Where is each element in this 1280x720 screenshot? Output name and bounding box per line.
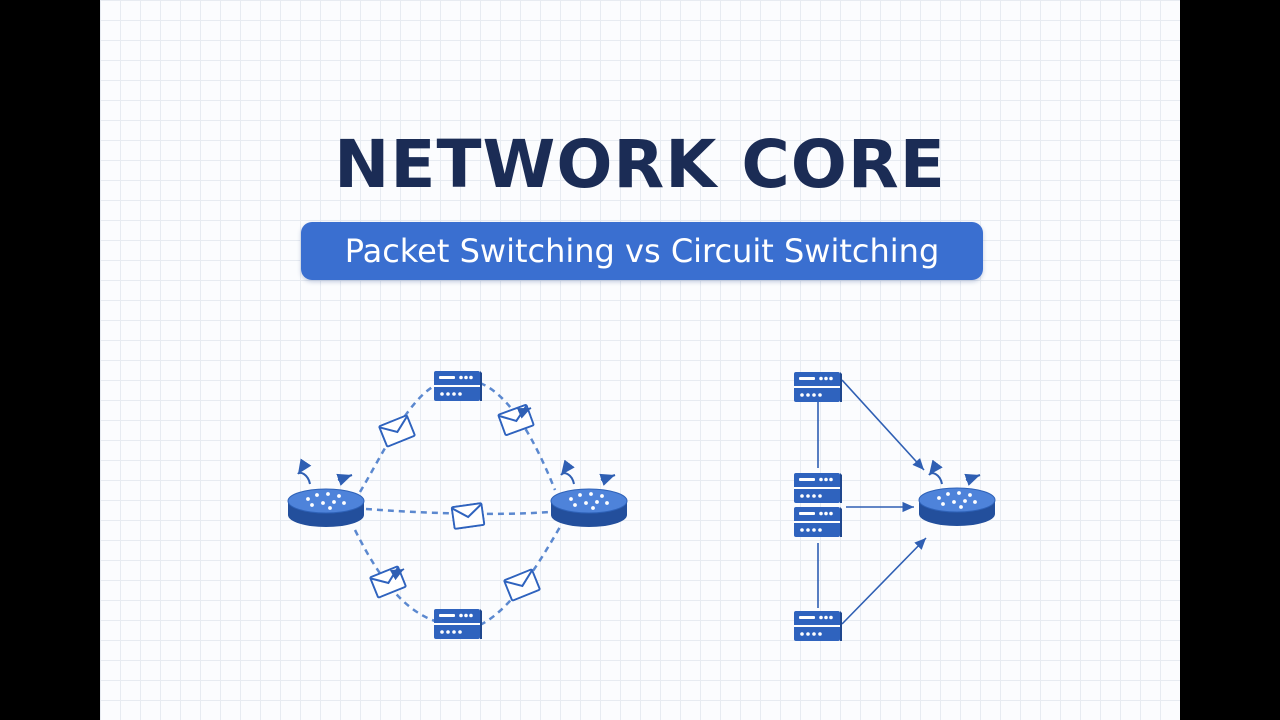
server-bottom-icon — [433, 608, 483, 640]
router-left-arrows-icon — [297, 458, 353, 486]
link-top-server-router — [841, 379, 925, 471]
envelope-arrows-icon — [389, 407, 532, 581]
router-left-icon — [287, 488, 365, 528]
router-right-arrows-icon — [560, 459, 616, 486]
server-stack-icon — [793, 471, 843, 539]
router-right-icon — [550, 488, 628, 528]
solid-links — [817, 379, 927, 625]
router-icon — [918, 487, 996, 527]
router-arrows-icon — [928, 459, 981, 486]
packet-switching-diagram — [287, 370, 628, 640]
link-router-bottom-server — [353, 529, 439, 624]
circuit-switching-diagram — [793, 371, 996, 642]
server-top-icon — [433, 370, 483, 402]
packet-envelope-icon — [502, 568, 542, 602]
server-bottom-icon — [793, 610, 843, 642]
link-top-server-router — [479, 381, 557, 491]
packet-envelope-icon — [377, 414, 417, 448]
link-router-top-server — [358, 381, 441, 493]
server-top-icon — [793, 371, 843, 403]
link-bottom-server-router — [841, 537, 927, 625]
page-title: NETWORK CORE — [334, 126, 946, 203]
packet-envelope-icon — [450, 502, 486, 530]
slide-canvas: NETWORK CORE Packet Switching vs Circuit… — [100, 0, 1180, 720]
subtitle-text: Packet Switching vs Circuit Switching — [344, 232, 940, 270]
subtitle-badge: Packet Switching vs Circuit Switching — [301, 222, 983, 280]
